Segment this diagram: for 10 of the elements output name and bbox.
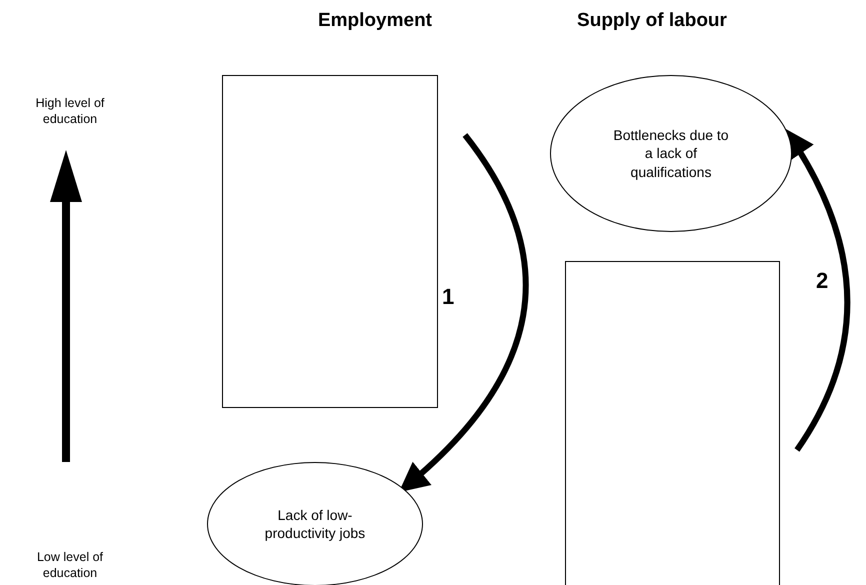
column-heading: Employment xyxy=(316,10,434,32)
column-heading: Supply of labour xyxy=(576,10,728,32)
axis-label: High level of education xyxy=(34,96,106,128)
axis-label: Low level of education xyxy=(36,550,104,582)
curved-arrow xyxy=(398,133,529,492)
curved-arrow xyxy=(784,128,850,452)
node-text: Lack of low-productivity jobs xyxy=(264,506,366,542)
node-text: Bottlenecks due to a lack of qualifications xyxy=(612,126,730,181)
empty-box xyxy=(565,261,780,585)
empty-box xyxy=(222,75,438,408)
